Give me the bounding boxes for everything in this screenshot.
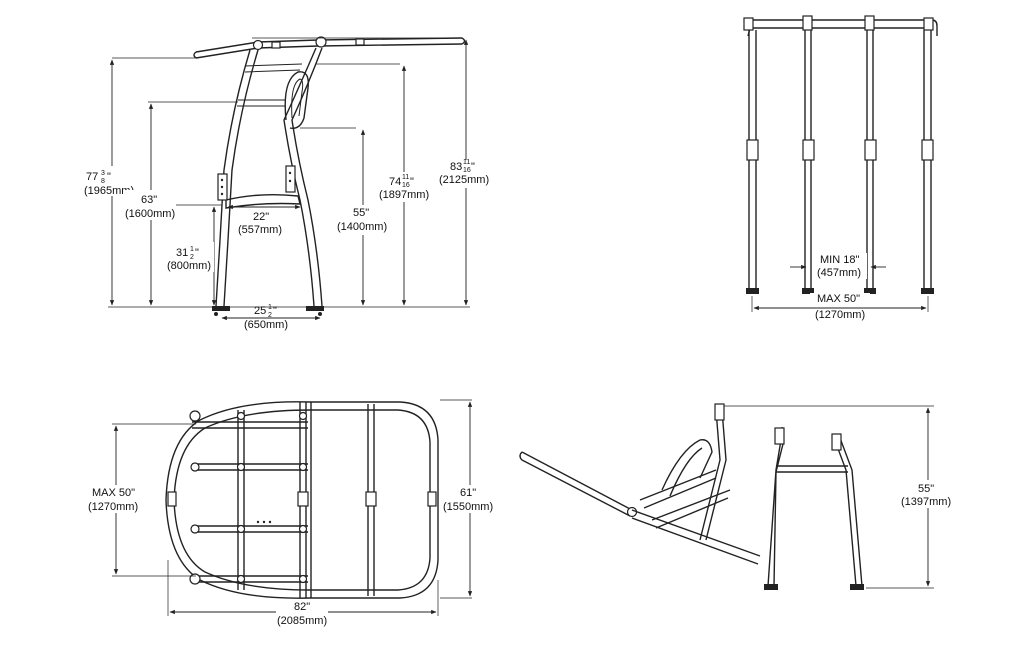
- front-post-3: [866, 30, 874, 292]
- height-e-mm: (1400mm): [337, 221, 387, 233]
- top-length-label: 82": [294, 601, 310, 613]
- overall-height-frac-num: 11: [463, 159, 470, 166]
- front-post-2: [804, 30, 812, 292]
- height-b-frac-num: 3: [101, 170, 105, 177]
- base-frac-den: 2: [268, 312, 272, 319]
- front-max-mm: (1270mm): [815, 309, 865, 321]
- side-view: 77 3 8 " (1965mm) 63" (1600mm) 31 1 2 " …: [84, 36, 494, 331]
- height-c-unit: ": [410, 176, 414, 188]
- folded-long-tube: [631, 509, 761, 565]
- front-view: MIN 18" (457mm) MAX 50" (1270mm): [743, 15, 938, 321]
- overall-height-unit: ": [471, 161, 475, 173]
- roof-joint-rear: [252, 39, 264, 51]
- overall-height-frac-den: 16: [463, 167, 471, 174]
- base-in: 25: [254, 305, 266, 317]
- base-mm: (650mm): [244, 319, 288, 331]
- side-roof-bar: [195, 37, 463, 59]
- top-length-mm: (2085mm): [277, 615, 327, 627]
- side-rear-upright: [215, 49, 259, 307]
- top-depth-label: 61": [460, 487, 476, 499]
- height-f-in: 31: [176, 247, 188, 259]
- top-rung-2: [192, 463, 308, 471]
- top-bar-1: [237, 410, 245, 590]
- top-width-label: MAX 50": [92, 487, 135, 499]
- side-backrest: [284, 71, 309, 129]
- height-c-in: 74: [389, 176, 401, 188]
- top-view: MAX 50" (1270mm) 61" (1550mm) 82" (2085m…: [88, 399, 494, 628]
- base-unit: ": [273, 305, 277, 317]
- folded-front-upright: [767, 427, 785, 587]
- height-f-unit: ": [195, 247, 199, 259]
- top-rung-4: [192, 575, 308, 583]
- folded-view: 55" (1397mm): [519, 403, 954, 590]
- seat-width-mm: (557mm): [238, 224, 282, 236]
- front-max-label: MAX 50": [817, 293, 860, 305]
- folded-roof-bar: [519, 451, 633, 517]
- front-min-label: MIN 18": [820, 254, 859, 266]
- height-c-frac-den: 16: [402, 182, 410, 189]
- height-b-in: 77: [86, 171, 98, 183]
- folded-height-mm: (1397mm): [901, 496, 951, 508]
- front-min-mm: (457mm): [817, 267, 861, 279]
- height-f-mm: (800mm): [167, 260, 211, 272]
- front-post-1: [748, 30, 757, 292]
- side-crossbar-top: [244, 63, 303, 73]
- folded-third-upright: [833, 437, 863, 587]
- height-d-mm: (1600mm): [125, 208, 175, 220]
- base-frac-num: 1: [268, 304, 272, 311]
- height-e: 55": [353, 207, 369, 219]
- folded-seat: [776, 465, 848, 473]
- seat-width: 22": [253, 211, 269, 223]
- folded-rear-upright: [699, 409, 727, 541]
- front-roof-bar: [747, 19, 938, 37]
- front-post-4: [923, 30, 932, 292]
- folded-height-label: 55": [918, 483, 934, 495]
- top-rung-3: [192, 525, 308, 533]
- height-b-mm: (1965mm): [84, 185, 134, 197]
- top-depth-mm: (1550mm): [443, 501, 493, 513]
- height-c-mm: (1897mm): [379, 189, 429, 201]
- height-b-unit: ": [107, 171, 111, 183]
- roof-joint-front: [315, 36, 327, 48]
- top-rung-1: [192, 421, 308, 429]
- height-c-frac-num: 11: [402, 174, 409, 181]
- height-f-frac-den: 2: [190, 254, 194, 261]
- height-d: 63": [141, 194, 157, 206]
- overall-height-in: 83: [450, 161, 462, 173]
- side-front-bracket: [285, 165, 296, 193]
- height-f-frac-num: 1: [190, 246, 194, 253]
- folded-backrest: [661, 439, 713, 491]
- top-outer-frame: [165, 401, 439, 599]
- overall-height-mm: (2125mm): [439, 174, 489, 186]
- top-width-mm: (1270mm): [88, 501, 138, 513]
- side-seat: [225, 193, 301, 209]
- height-b-frac-den: 8: [101, 178, 105, 185]
